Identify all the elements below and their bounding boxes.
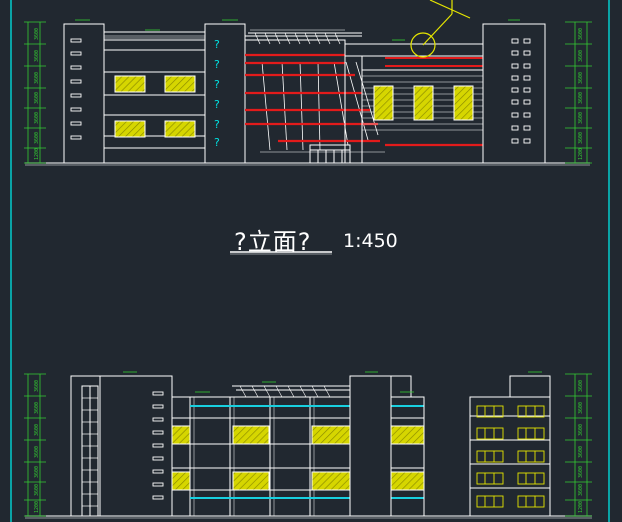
- dim-label: 3600: [34, 484, 40, 496]
- dim-label: 3600: [578, 72, 584, 84]
- dim-label: 1200: [578, 148, 584, 160]
- elevation-title: ?立面?: [234, 228, 312, 256]
- dim-label: 3600: [578, 424, 584, 436]
- glazing-panel: [453, 85, 474, 121]
- glazing-panel: [311, 425, 351, 445]
- glazing-panel: [114, 120, 146, 138]
- sign-char: ?: [214, 38, 220, 51]
- dim-label: 3600: [578, 484, 584, 496]
- sign-char: ?: [214, 98, 220, 111]
- dim-label: 3600: [34, 380, 40, 392]
- glazing-panel: [311, 471, 351, 491]
- dim-chain-top-left: [24, 21, 46, 164]
- top-elevation: [25, 0, 590, 166]
- sign-char: ?: [214, 136, 220, 149]
- vertical-sign: ? ? ? ? ? ?: [214, 38, 220, 149]
- sign-char: ?: [214, 58, 220, 71]
- dim-label: 3600: [578, 112, 584, 124]
- dim-label: 3600: [578, 132, 584, 144]
- dim-label: 3600: [34, 446, 40, 458]
- glazing-panel: [164, 75, 196, 93]
- dim-label: 3600: [34, 28, 40, 40]
- glazing-panel: [413, 85, 434, 121]
- right-block-windows: [476, 405, 545, 508]
- dim-label: 3600: [578, 446, 584, 458]
- dim-label: 3600: [34, 402, 40, 414]
- bottom-elevation: [25, 371, 592, 519]
- glazing-panel: [114, 75, 146, 93]
- dim-label: 3600: [34, 92, 40, 104]
- sign-char: ?: [214, 118, 220, 131]
- cyan-bands: [190, 405, 424, 499]
- dim-label: 1200: [578, 501, 584, 513]
- dim-label: 3600: [34, 112, 40, 124]
- scale-label: 1:450: [343, 230, 398, 252]
- dim-chain-bottom-right: [565, 373, 592, 517]
- dim-label: 3600: [34, 466, 40, 478]
- glazing-panel: [171, 425, 191, 445]
- red-bands: [245, 53, 483, 147]
- left-tower-windows: [70, 38, 82, 140]
- dim-label: 3600: [578, 380, 584, 392]
- glazing-panel: [373, 85, 394, 121]
- dim-label: 1200: [34, 148, 40, 160]
- glazing-panel: [232, 425, 270, 445]
- dim-label: 3600: [578, 402, 584, 414]
- glazing-panel: [232, 471, 270, 491]
- dim-label: 3600: [34, 72, 40, 84]
- dim-label: 3600: [34, 132, 40, 144]
- red-bands-right: [385, 57, 483, 67]
- right-tower-windows: [511, 38, 531, 144]
- dim-label: 3600: [34, 50, 40, 62]
- dim-label: 1200: [34, 501, 40, 513]
- glazing-panel: [164, 120, 196, 138]
- dim-label: 3600: [578, 92, 584, 104]
- sign-char: ?: [214, 78, 220, 91]
- dim-label: 3600: [34, 424, 40, 436]
- dim-chain-top-right: [565, 21, 592, 164]
- dim-label: 3600: [578, 466, 584, 478]
- glazing-panel: [171, 471, 191, 491]
- glazing-panel: [390, 425, 425, 445]
- dim-chain-bottom-left: [24, 373, 46, 517]
- glazing-panel: [390, 471, 425, 491]
- dim-label: 3600: [578, 28, 584, 40]
- left-tower-windows-b: [152, 391, 164, 500]
- dim-label: 3600: [578, 50, 584, 62]
- roof-accent: [410, 0, 471, 58]
- sheet-frame: [10, 0, 610, 522]
